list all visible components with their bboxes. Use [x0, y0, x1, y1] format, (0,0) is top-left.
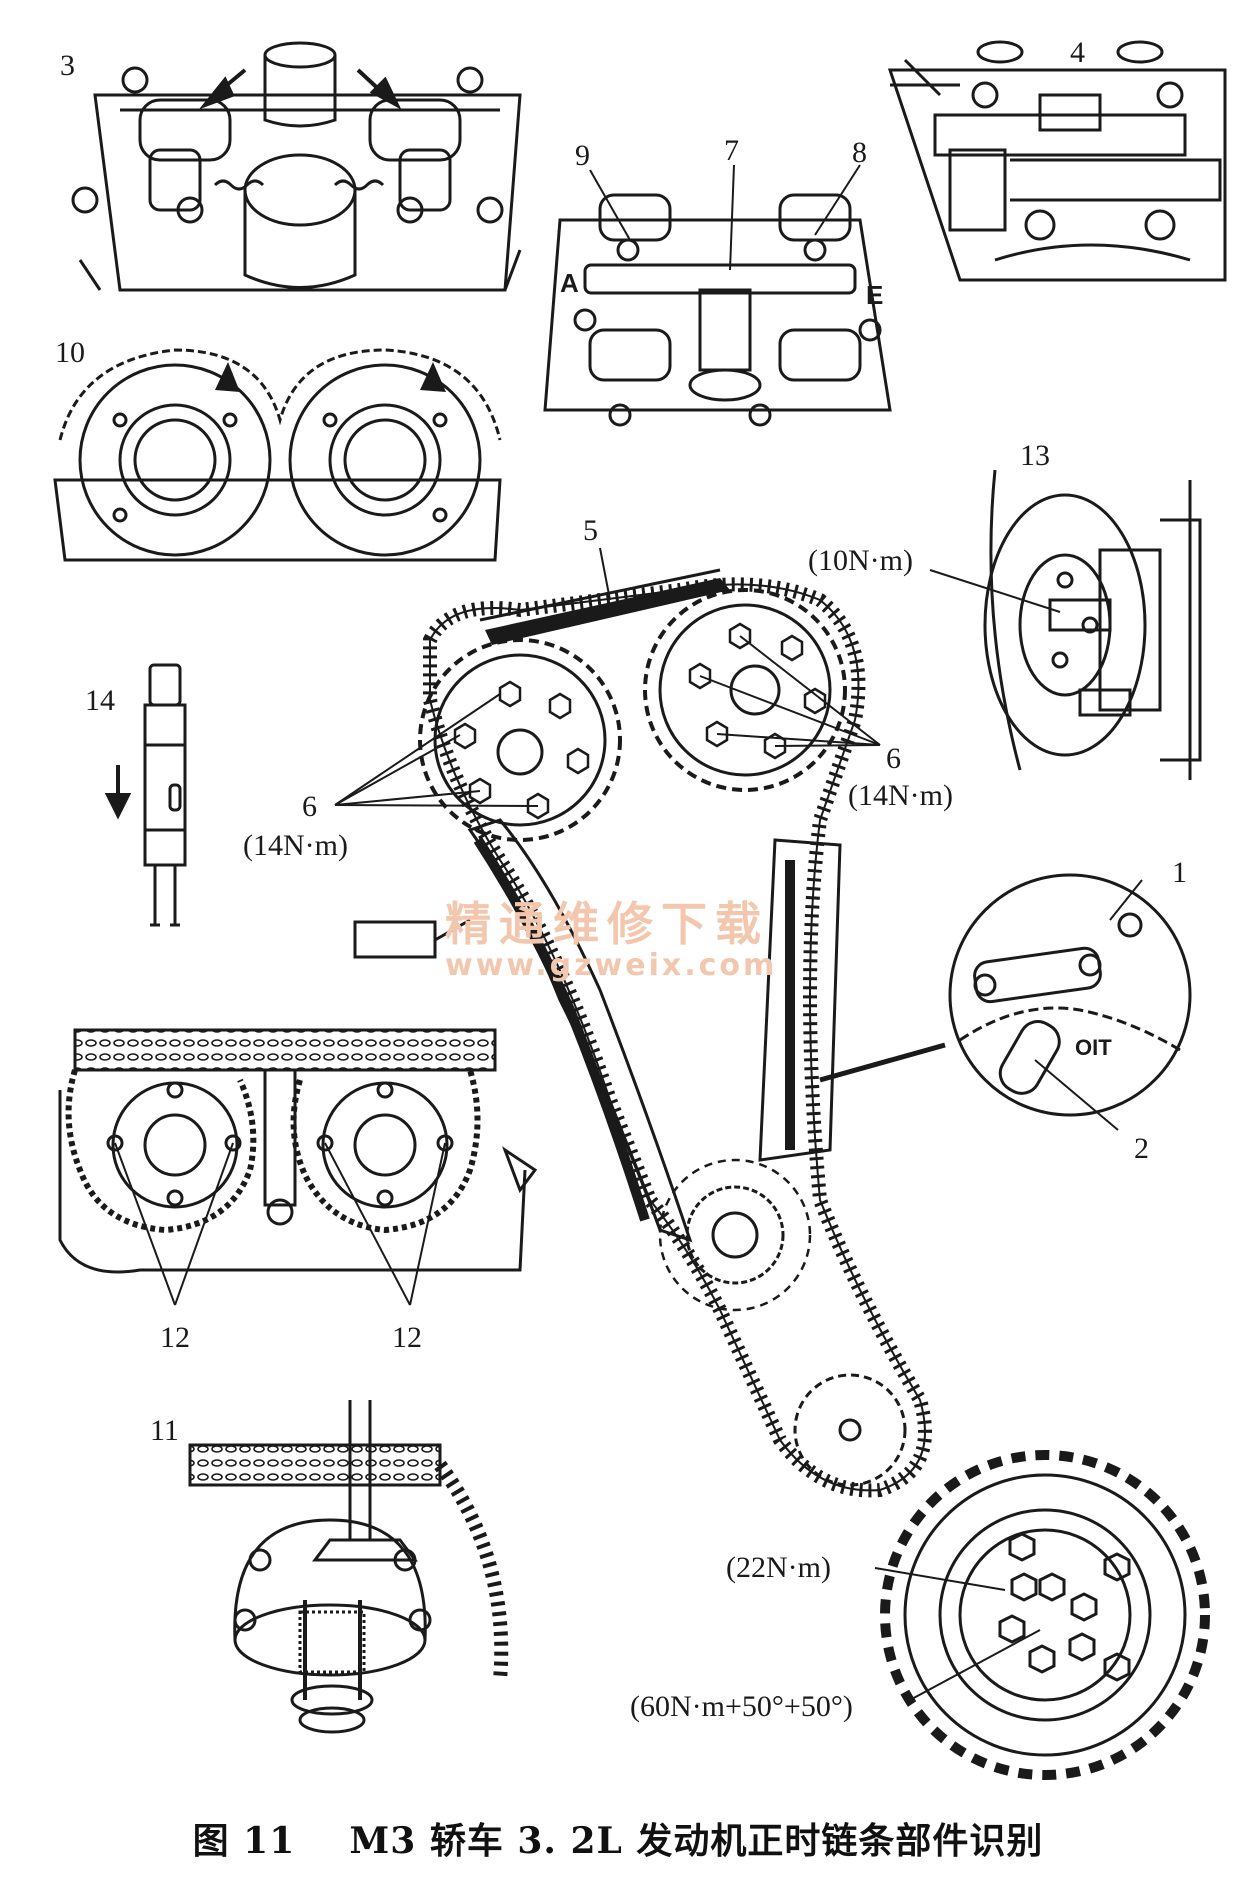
tool-letter-e: E — [866, 280, 883, 310]
callout-4: 4 — [1070, 36, 1085, 69]
callout-6-left: 6 — [302, 790, 317, 823]
callout-9: 9 — [575, 139, 590, 172]
panel-3-camshaft-housing — [71, 41, 522, 292]
tool-letter-a: A — [560, 268, 579, 298]
watermark-cn: 精通维修下载 — [445, 897, 769, 951]
panel-14-pin-tool — [143, 663, 187, 927]
torque-crank-small: (22N·m) — [726, 1551, 831, 1584]
torque-cam-left: (14N·m) — [243, 829, 348, 862]
panel-4-camshaft-tool — [887, 40, 1227, 282]
callout-leader-lines — [589, 164, 861, 271]
crank-sprocket-detail — [880, 1450, 1210, 1780]
panel-13-tensioner — [983, 469, 1202, 780]
callout-11: 11 — [150, 1414, 179, 1447]
panel-10-sprocket-marks — [53, 348, 502, 562]
inset-crank-pin — [948, 873, 1192, 1117]
figure-caption: 图 11 M3 轿车 3. 2L 发动机正时链条部件识别 — [192, 1820, 1044, 1862]
callout-12-right: 12 — [392, 1321, 422, 1354]
callout-8: 8 — [852, 136, 867, 169]
mark-text: OIT — [1075, 1035, 1112, 1060]
leader-1 — [1109, 879, 1143, 921]
callout-5: 5 — [583, 514, 598, 547]
panel-7-locking-tool: A E — [543, 193, 892, 427]
bolt-leaders-12 — [114, 1142, 446, 1306]
down-arrow-icon — [104, 765, 132, 820]
leader-5 — [599, 547, 611, 601]
watermark-url: www.gzweix.com — [445, 948, 777, 983]
torque-crank-main: (60N·m+50°+50°) — [630, 1690, 853, 1723]
callout-3: 3 — [60, 49, 75, 82]
bolt-leaders — [334, 635, 881, 807]
arrow-icon — [198, 68, 402, 110]
callout-6-right: 6 — [886, 742, 901, 775]
timing-mark-icon — [215, 362, 446, 392]
leader-tensioner — [929, 569, 1061, 613]
central-timing-chain — [353, 568, 946, 1498]
panel-11-crank-gear — [188, 1400, 509, 1734]
panel-12-sprocket-bolts — [58, 1028, 538, 1274]
callout-13: 13 — [1020, 439, 1050, 472]
torque-tensioner: (10N·m) — [808, 544, 913, 577]
callout-12-left: 12 — [160, 1321, 190, 1354]
crank-leaders — [874, 1567, 1041, 1701]
leader-2 — [1034, 1059, 1119, 1131]
callout-14: 14 — [85, 684, 115, 717]
callout-1: 1 — [1172, 856, 1187, 889]
torque-cam-right: (14N·m) — [848, 779, 953, 812]
callout-7: 7 — [724, 134, 739, 167]
callout-2: 2 — [1134, 1132, 1149, 1165]
callout-10: 10 — [55, 336, 85, 369]
